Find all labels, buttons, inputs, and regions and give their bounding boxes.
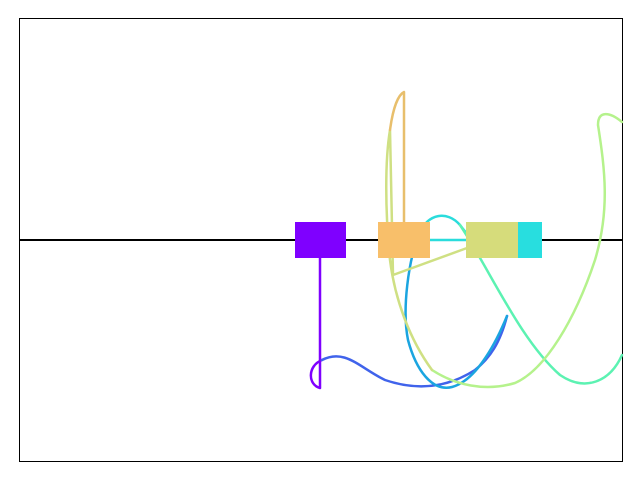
- cart-purple: [295, 222, 346, 258]
- trail-lime: [430, 112, 624, 389]
- cart-orange: [378, 222, 430, 258]
- cart-yellow: [466, 222, 518, 258]
- trail-skyblue: [404, 230, 509, 389]
- trail-orange: [388, 90, 406, 242]
- trail-purple: [309, 238, 324, 390]
- trail-mint: [458, 223, 624, 385]
- trail-blue: [320, 314, 509, 388]
